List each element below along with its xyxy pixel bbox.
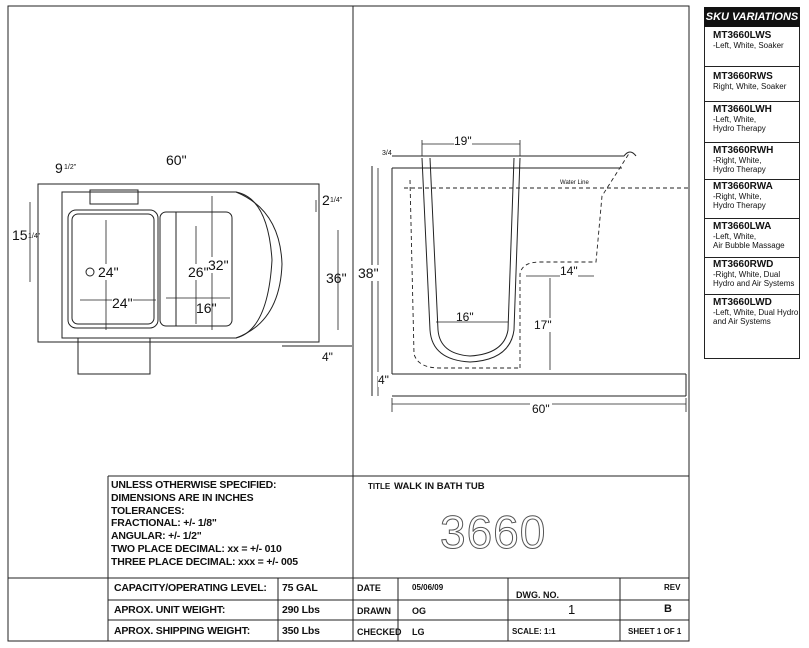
title-label: TITLE bbox=[368, 482, 391, 491]
tub-top-view bbox=[37, 183, 352, 375]
note-line: TWO PLACE DECIMAL: xx = +/- 010 bbox=[111, 542, 282, 555]
side-view-dim-lines bbox=[377, 140, 687, 412]
sku-divider bbox=[704, 257, 800, 258]
sku-code: MT3660LWD bbox=[713, 297, 772, 308]
side-view-dim-3-4: 3/4 bbox=[382, 150, 392, 157]
top-view-dim-2: 2 bbox=[322, 192, 330, 208]
sku-desc: -Left, White, Soaker bbox=[713, 41, 784, 50]
water-line-label: Water Line bbox=[560, 180, 589, 186]
shipping-weight-label: APROX. SHIPPING WEIGHT: bbox=[114, 625, 250, 637]
dwg-no-value: 1 bbox=[568, 602, 576, 617]
date-label: DATE bbox=[357, 583, 381, 593]
side-view-dim-14: 14" bbox=[560, 264, 578, 278]
basin-26: 26" bbox=[188, 264, 209, 280]
note-line: DIMENSIONS ARE IN INCHES bbox=[111, 491, 254, 504]
sku-code: MT3660RWA bbox=[713, 181, 773, 192]
title-value: WALK IN BATH TUB bbox=[394, 481, 485, 492]
shipping-weight-value: 350 Lbs bbox=[282, 625, 320, 637]
sku-item: MT3660LWH -Left, White, Hydro Therapy bbox=[713, 104, 772, 133]
sku-divider bbox=[704, 294, 800, 295]
sku-divider bbox=[704, 66, 800, 67]
checked-value: LG bbox=[412, 627, 425, 637]
capacity-value: 75 GAL bbox=[282, 582, 318, 594]
rev-label: REV bbox=[664, 583, 681, 592]
sku-code: MT3660RWH bbox=[713, 145, 774, 156]
sku-list bbox=[704, 27, 800, 359]
top-view-width-60: 60" bbox=[166, 152, 187, 168]
note-line: TOLERANCES: bbox=[111, 504, 185, 517]
side-view-height-38: 38" bbox=[358, 265, 379, 281]
basin-32: 32" bbox=[208, 257, 229, 273]
top-view-dim-9-frac: 1/2" bbox=[64, 164, 77, 171]
unit-weight-label: APROX. UNIT WEIGHT: bbox=[114, 604, 226, 616]
sku-desc: -Right, White, Hydro Therapy bbox=[713, 156, 766, 174]
note-line: UNLESS OTHERWISE SPECIFIED: bbox=[111, 479, 277, 491]
checked-label: CHECKED bbox=[357, 627, 402, 637]
basin-16: 16" bbox=[196, 300, 217, 316]
note-line: ANGULAR: +/- 1/2" bbox=[111, 530, 202, 543]
drawn-value: OG bbox=[412, 606, 427, 616]
sku-code: MT3660LWH bbox=[713, 104, 772, 115]
sku-item: MT3660RWH -Right, White, Hydro Therapy bbox=[713, 145, 773, 174]
side-view-dim-19: 19" bbox=[454, 134, 472, 148]
sku-code: MT3660RWS bbox=[713, 71, 773, 82]
sku-divider bbox=[704, 179, 800, 180]
side-view-length-60: 60" bbox=[530, 402, 552, 416]
sku-item: MT3660RWD -Right, White, Dual Hydro and … bbox=[713, 259, 794, 288]
sku-desc: -Left, White, Dual Hydro and Air Systems bbox=[713, 308, 799, 326]
sku-item: MT3660RWS Right, White, Soaker bbox=[713, 71, 786, 91]
side-view-dim-16: 16" bbox=[456, 310, 474, 324]
seat-depth-24: 24" bbox=[98, 264, 119, 280]
side-view-dim-17: 17" bbox=[534, 318, 552, 332]
top-view-dim-15: 15 bbox=[12, 227, 28, 243]
sku-desc: -Left, White, Air Bubble Massage bbox=[713, 232, 785, 250]
sku-desc: -Left, White, Hydro Therapy bbox=[713, 115, 766, 133]
sku-item: MT3660LWS -Left, White, Soaker bbox=[713, 30, 784, 50]
sku-code: MT3660RWD bbox=[713, 259, 774, 270]
top-view-dim-9: 9 bbox=[55, 160, 63, 176]
general-notes: UNLESS OTHERWISE SPECIFIED: DIMENSIONS A… bbox=[111, 479, 298, 569]
side-view-hidden-lines bbox=[404, 151, 690, 369]
drawn-label: DRAWN bbox=[357, 606, 391, 616]
rev-value: B bbox=[664, 603, 672, 615]
side-view-dim-4: 4" bbox=[378, 373, 389, 387]
sku-item: MT3660RWA -Right, White, Hydro Therapy bbox=[713, 181, 773, 210]
sku-item: MT3660LWA -Left, White, Air Bubble Massa… bbox=[713, 221, 785, 250]
sku-divider bbox=[704, 218, 800, 219]
sku-code: MT3660LWA bbox=[713, 221, 772, 232]
sku-variations-title: SKU VARIATIONS bbox=[704, 7, 800, 27]
seat-width-24: 24" bbox=[112, 295, 133, 311]
date-value: 05/06/09 bbox=[412, 583, 444, 592]
top-view-dim-15-frac: 1/4" bbox=[28, 233, 41, 240]
note-line: FRACTIONAL: +/- 1/8" bbox=[111, 517, 217, 530]
sku-divider bbox=[704, 101, 800, 102]
unit-weight-value: 290 Lbs bbox=[282, 604, 320, 616]
sku-desc: -Right, White, Dual Hydro and Air System… bbox=[713, 270, 795, 288]
top-view-dim-2-frac: 1/4" bbox=[330, 197, 343, 204]
sku-desc: -Right, White, Hydro Therapy bbox=[713, 192, 766, 210]
top-view-dim-4: 4" bbox=[322, 350, 333, 364]
part-number: 3660 bbox=[439, 506, 547, 559]
note-line: THREE PLACE DECIMAL: xxx = +/- 005 bbox=[111, 555, 298, 568]
sheet-frame bbox=[7, 5, 690, 642]
sku-desc: Right, White, Soaker bbox=[713, 82, 787, 91]
sheet-number: SHEET 1 OF 1 bbox=[628, 627, 682, 636]
sku-divider bbox=[704, 142, 800, 143]
sku-code: MT3660LWS bbox=[713, 30, 772, 41]
dwg-no-label: DWG. NO. bbox=[516, 590, 559, 600]
top-view-depth-36: 36" bbox=[326, 270, 347, 286]
tub-side-view bbox=[371, 151, 687, 397]
sku-item: MT3660LWD -Left, White, Dual Hydro and A… bbox=[713, 297, 798, 326]
capacity-label: CAPACITY/OPERATING LEVEL: bbox=[114, 582, 267, 594]
top-view-dim-lines bbox=[29, 196, 339, 330]
scale: SCALE: 1:1 bbox=[512, 627, 556, 636]
